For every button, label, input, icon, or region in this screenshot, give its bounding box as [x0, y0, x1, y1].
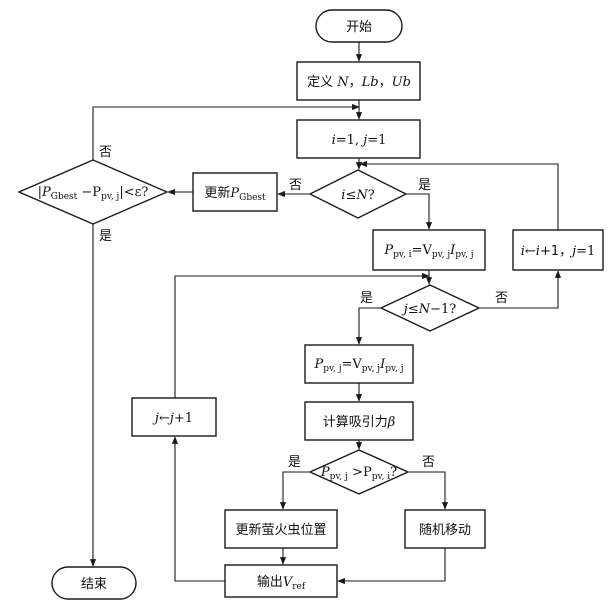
- conv-label: |PGbest −Ppv, j|<ε?: [38, 185, 149, 202]
- arrow-random-output: [337, 548, 446, 585]
- output-box: [224, 564, 338, 598]
- calc-box: [304, 401, 414, 441]
- init-box: [296, 119, 421, 159]
- update-gbest-label: 更新PGbest: [204, 185, 266, 203]
- cmp-diamond: [308, 449, 410, 495]
- start-label: 开始: [346, 20, 372, 35]
- init-label: i=1, j=1: [332, 133, 387, 148]
- cond-j-diamond: [379, 284, 481, 332]
- ppv-j-label: Ppv, j=Vpv, jIpv, j: [313, 357, 403, 374]
- label-no-cond-j: 否: [495, 291, 508, 306]
- ppv-j-box: [304, 344, 414, 384]
- label-no-cmp: 否: [422, 455, 435, 470]
- arrow-output-inc-j: [171, 436, 225, 582]
- arrow-cmp-yes: [279, 471, 310, 510]
- end-label: 结束: [81, 577, 107, 592]
- define-box: [296, 61, 421, 101]
- label-yes-cond-i: 是: [418, 178, 431, 193]
- calc-label: 计算吸引力β: [323, 415, 396, 430]
- inc-j-label: j←j+1: [152, 411, 193, 426]
- ppv-i-label: Ppv, i=Vpv, jIpv, j: [383, 243, 473, 260]
- end-terminal: [51, 566, 137, 600]
- arrow-inc-j-loop: [174, 272, 430, 398]
- label-yes-cond-j: 是: [360, 291, 373, 306]
- label-yes-cmp: 是: [288, 455, 301, 470]
- arrow-cond-i-yes: [406, 193, 433, 230]
- ppv-i-box: [372, 229, 486, 271]
- arrow-cmp-no: [408, 471, 449, 510]
- cond-i-diamond: [308, 169, 408, 219]
- output-label: 输出Vref: [257, 574, 306, 592]
- random-move-label: 随机移动: [419, 523, 471, 538]
- update-pos-box: [224, 509, 338, 549]
- arrow-conv-no: [92, 103, 360, 160]
- cond-j-label: j≤N−1?: [401, 302, 456, 317]
- inc-i-box: [512, 229, 604, 271]
- label-yes-conv: 是: [99, 229, 112, 244]
- arrow-cond-j-yes: [355, 307, 381, 345]
- inc-i-label: i←i+1，j=1: [521, 244, 596, 259]
- update-pos-label: 更新萤火虫位置: [235, 522, 326, 538]
- cmp-label: Ppv, j >Ppv, i?: [320, 465, 397, 482]
- random-move-box: [404, 509, 486, 549]
- inc-j-box: [131, 397, 217, 437]
- define-label: 定义 N，Lb，Ub: [307, 75, 411, 90]
- arrow-inc-i-loop: [359, 160, 559, 230]
- label-no-conv: 否: [99, 145, 112, 160]
- arrow-cond-j-no: [479, 270, 562, 309]
- cond-i-label: i≤N?: [341, 188, 374, 203]
- label-no-cond-i: 否: [289, 178, 302, 193]
